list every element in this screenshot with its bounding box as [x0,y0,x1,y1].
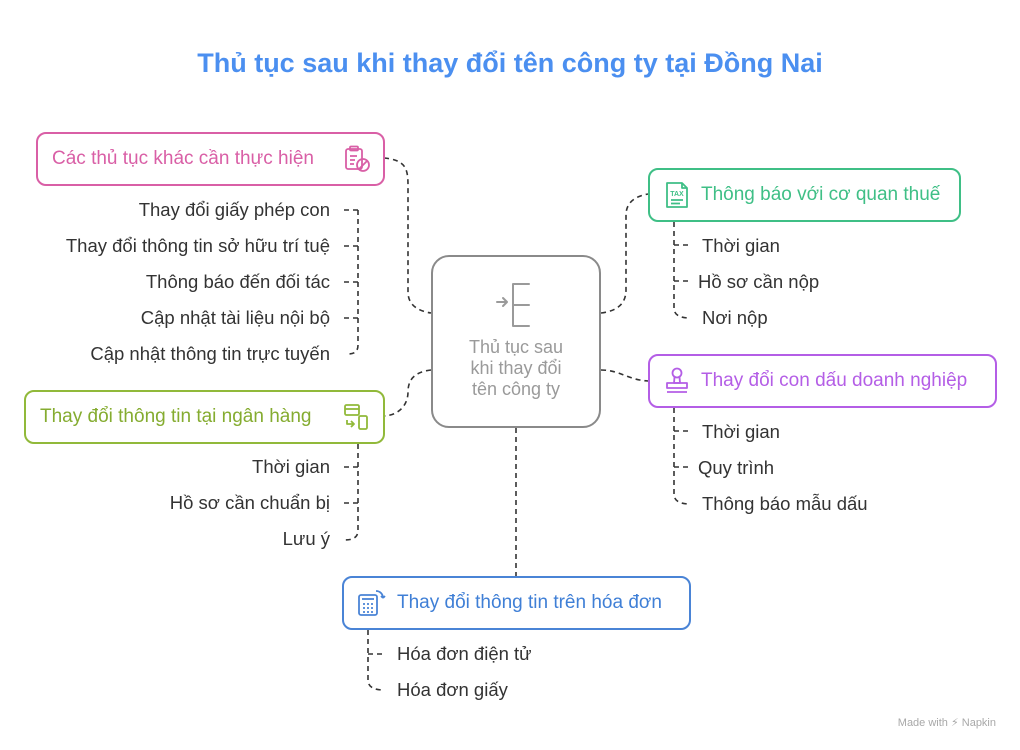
connector-tax [600,193,649,314]
tax-icon-text: TAX [670,191,684,198]
center-node: Thủ tục sau khi thay đổi tên công ty [431,255,601,428]
list-item: Lưu ý [282,528,330,549]
napkin-watermark: Made with ⚡ Napkin [897,717,996,729]
stamp-icon [666,367,688,393]
list-item: Hóa đơn giấy [397,679,508,700]
diagram-title: Thủ tục sau khi thay đổi tên công ty tại… [197,48,823,78]
card-phone-icon [344,404,368,430]
connector-other [383,157,432,314]
list-item: Cập nhật tài liệu nội bộ [140,307,330,328]
list-line-invoice [367,630,385,691]
list-line-bank [343,444,359,541]
branch-seal-label: Thay đổi con dấu doanh nghiệp [701,370,968,391]
clipboard-cancel-icon [345,145,370,172]
list-item: Nơi nộp [702,307,768,328]
list-item: Thông báo đến đối tác [145,271,330,292]
list-item: Thông báo mẫu dấu [702,493,868,514]
list-line-other [347,210,359,355]
branch-tax-authority: TAX Thông báo với cơ quan thuế [648,168,961,222]
branch-invoice: Thay đổi thông tin trên hóa đơn [342,576,691,630]
list-line-tax [673,222,691,319]
branch-other-procedures: Các thủ tục khác cần thực hiện [36,132,385,186]
tax-document-icon: TAX [666,182,688,208]
list-item: Hồ sơ cần nộp [698,271,820,292]
list-item: Thời gian [702,421,780,442]
list-item: Cập nhật thông tin trực tuyến [90,343,330,364]
connector-seal [600,369,649,382]
branch-bank-label: Thay đổi thông tin tại ngân hàng [40,406,312,427]
list-item: Thay đổi giấy phép con [138,199,330,220]
branch-invoice-label: Thay đổi thông tin trên hóa đơn [397,592,662,613]
branch-other-label: Các thủ tục khác cần thực hiện [52,148,314,169]
connector-bank [383,369,432,417]
branch-company-seal: Thay đổi con dấu doanh nghiệp [648,354,997,408]
branch-tax-label: Thông báo với cơ quan thuế [701,184,941,205]
list-item: Hồ sơ cần chuẩn bị [169,492,330,513]
list-item: Thay đổi thông tin sở hữu trí tuệ [65,235,330,256]
branch-bank: Thay đổi thông tin tại ngân hàng [24,390,385,444]
list-item: Hóa đơn điện tử [397,643,532,664]
list-item: Quy trình [698,457,775,478]
list-item: Thời gian [252,456,330,477]
center-label: Thủ tục sau khi thay đổi tên công ty [468,337,564,399]
branch-arrow-icon [496,283,530,327]
calculator-refresh-icon [358,590,386,616]
list-item: Thời gian [702,235,780,256]
list-line-seal [673,408,691,505]
